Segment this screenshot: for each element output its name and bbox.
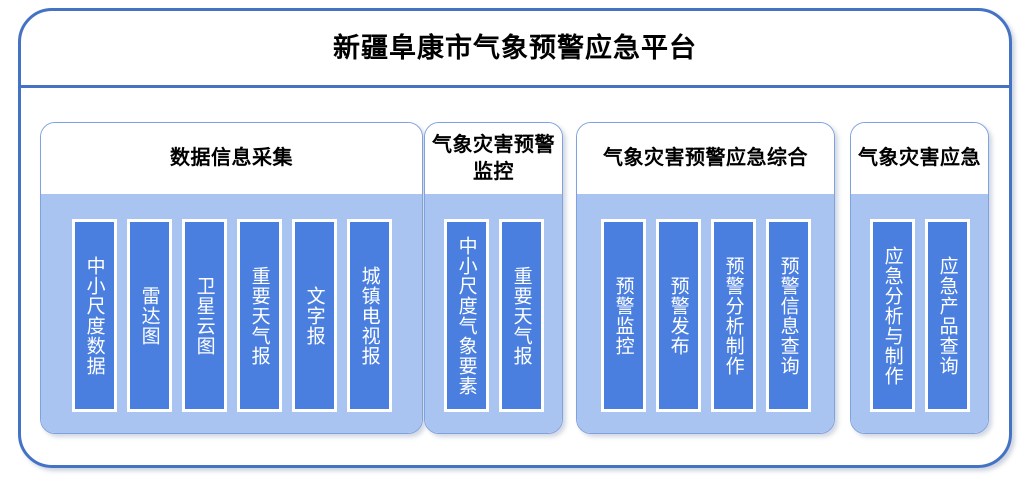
- panel-item[interactable]: 雷达图: [126, 219, 172, 412]
- panel-item-label: 文字报: [303, 285, 325, 346]
- panels-container: 数据信息采集 中小尺度数据 雷达图 卫星云图 重要天气报 文字报: [21, 88, 1009, 465]
- panel-header-label: 气象灾害应急: [858, 147, 981, 170]
- panel-body: 中小尺度数据 雷达图 卫星云图 重要天气报 文字报 城镇电视报: [41, 194, 422, 433]
- panel-disaster-emergency[interactable]: 气象灾害应急 应急分析与制作 应急产品查询: [850, 122, 989, 434]
- panel-item-label: 预警信息查询: [777, 255, 799, 376]
- platform-title-bar: 新疆阜康市气象预警应急平台: [21, 11, 1009, 88]
- panel-item[interactable]: 预警发布: [655, 219, 701, 412]
- panel-item[interactable]: 重要天气报: [498, 219, 544, 412]
- panel-item-label: 预警监控: [612, 275, 634, 356]
- panel-item[interactable]: 应急产品查询: [924, 219, 970, 412]
- panel-item-label: 城镇电视报: [358, 265, 380, 366]
- platform-frame: 新疆阜康市气象预警应急平台 数据信息采集 中小尺度数据 雷达图 卫星云图 重要天…: [18, 8, 1012, 468]
- page-title: 新疆阜康市气象预警应急平台: [333, 32, 697, 63]
- panel-item-label: 中小尺度数据: [83, 255, 105, 376]
- panel-header-label: 气象灾害预警应急综合: [603, 147, 808, 170]
- panel-body: 应急分析与制作 应急产品查询: [851, 194, 988, 433]
- panel-item[interactable]: 文字报: [291, 219, 337, 412]
- panel-item[interactable]: 城镇电视报: [346, 219, 392, 412]
- panel-item[interactable]: 卫星云图: [181, 219, 227, 412]
- panel-item-label: 雷达图: [138, 285, 160, 346]
- panel-item-label: 预警分析制作: [722, 255, 744, 376]
- panel-item-label: 预警发布: [667, 275, 689, 356]
- panel-header-label: 气象灾害预警监控: [432, 134, 555, 183]
- panel-item[interactable]: 中小尺度数据: [71, 219, 117, 412]
- panel-body: 中小尺度气象要素 重要天气报: [425, 194, 562, 433]
- panel-item-label: 重要天气报: [510, 265, 532, 366]
- panel-header: 气象灾害预警监控: [425, 123, 562, 194]
- panel-item-label: 重要天气报: [248, 265, 270, 366]
- panel-item[interactable]: 预警监控: [600, 219, 646, 412]
- panel-item[interactable]: 中小尺度气象要素: [443, 219, 489, 412]
- panel-item-label: 应急分析与制作: [881, 245, 903, 386]
- panel-body: 预警监控 预警发布 预警分析制作 预警信息查询: [577, 194, 834, 433]
- panel-item[interactable]: 预警分析制作: [710, 219, 756, 412]
- panel-item[interactable]: 重要天气报: [236, 219, 282, 412]
- panel-item-label: 卫星云图: [193, 275, 215, 356]
- panel-item[interactable]: 预警信息查询: [765, 219, 811, 412]
- panel-warning-emergency-integrated[interactable]: 气象灾害预警应急综合 预警监控 预警发布 预警分析制作 预警信息查询: [576, 122, 835, 434]
- panel-data-collection[interactable]: 数据信息采集 中小尺度数据 雷达图 卫星云图 重要天气报 文字报: [40, 122, 423, 434]
- panel-item-label: 应急产品查询: [936, 255, 958, 376]
- panel-disaster-warning-monitoring[interactable]: 气象灾害预警监控 中小尺度气象要素 重要天气报: [424, 122, 563, 434]
- panel-header: 数据信息采集: [41, 123, 422, 194]
- panel-item-label: 中小尺度气象要素: [455, 235, 477, 396]
- panel-header-label: 数据信息采集: [170, 147, 293, 170]
- panel-item[interactable]: 应急分析与制作: [869, 219, 915, 412]
- panel-header: 气象灾害预警应急综合: [577, 123, 834, 194]
- panel-header: 气象灾害应急: [851, 123, 988, 194]
